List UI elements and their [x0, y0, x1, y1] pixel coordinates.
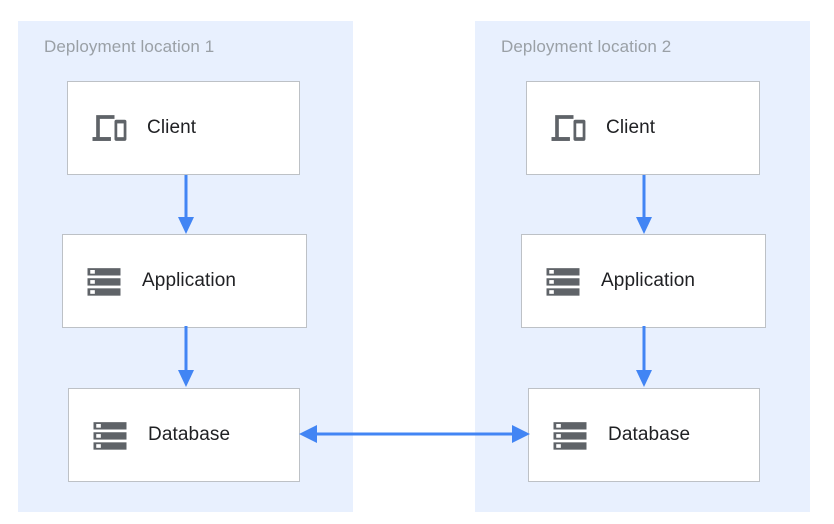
node-application-1-label: Application	[142, 270, 237, 291]
connector-client-2-to-app-2	[636, 175, 652, 234]
node-database-1-label: Database	[148, 424, 231, 445]
node-client-2-label: Client	[606, 117, 656, 138]
connector-app-1-to-database-1	[178, 326, 194, 387]
devices-icon	[551, 115, 586, 141]
node-database-2[interactable]: Database	[528, 388, 760, 482]
node-application-1[interactable]: Application	[62, 234, 307, 328]
node-client-1-label: Client	[147, 117, 197, 138]
server-rack-icon	[93, 422, 127, 450]
node-database-1[interactable]: Database	[68, 388, 300, 482]
node-client-2[interactable]: Client	[526, 81, 760, 175]
node-client-1[interactable]: Client	[67, 81, 300, 175]
server-rack-icon	[553, 422, 587, 450]
server-rack-icon	[87, 268, 121, 296]
connector-app-2-to-database-2	[636, 326, 652, 387]
connector-client-1-to-app-1	[178, 175, 194, 234]
zone-2-title: Deployment location 2	[501, 37, 672, 56]
node-database-2-label: Database	[608, 424, 691, 445]
node-application-2[interactable]: Application	[521, 234, 766, 328]
zone-1-title: Deployment location 1	[44, 37, 215, 56]
node-application-2-label: Application	[601, 270, 696, 291]
devices-icon	[92, 115, 127, 141]
server-rack-icon	[546, 268, 580, 296]
connector-database-replication	[299, 425, 530, 443]
